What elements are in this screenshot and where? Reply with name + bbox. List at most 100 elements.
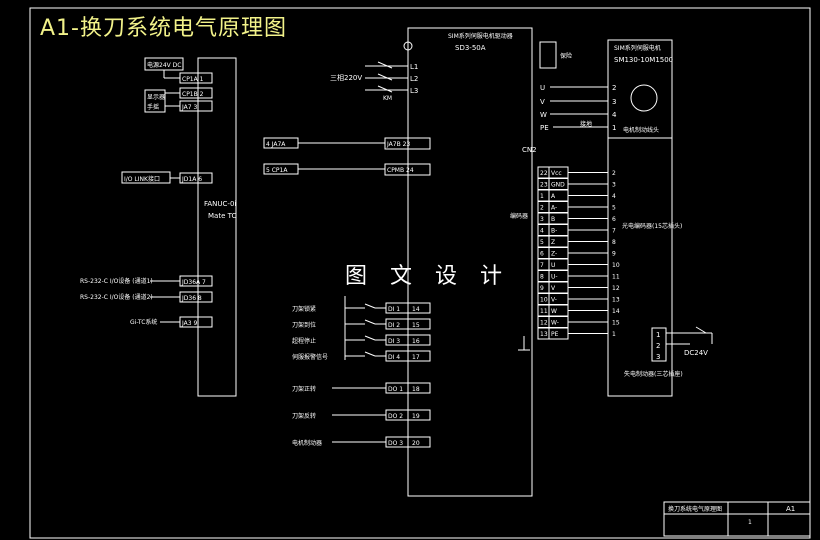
svg-text:2: 2 — [612, 84, 616, 92]
svg-text:CP1B 2: CP1B 2 — [182, 91, 204, 98]
svg-text:22: 22 — [540, 170, 548, 177]
svg-text:15: 15 — [412, 322, 420, 329]
svg-text:14: 14 — [412, 306, 420, 313]
svg-text:1: 1 — [612, 124, 616, 132]
port-ja3: JA3 9 — [179, 316, 213, 328]
svg-text:DO 1: DO 1 — [388, 386, 403, 393]
svg-text:3: 3 — [612, 98, 616, 106]
handwheel-label: 手摇 — [147, 103, 159, 111]
drawing-frame — [29, 7, 811, 539]
svg-text:13: 13 — [612, 297, 620, 304]
svg-text:JD36 8: JD36 8 — [181, 295, 202, 302]
svg-text:DO 2: DO 2 — [388, 413, 403, 420]
svg-text:伺服报警信号: 伺服报警信号 — [292, 353, 328, 361]
svg-text:18: 18 — [412, 386, 420, 393]
svg-text:JD36A 7: JD36A 7 — [181, 279, 206, 286]
svg-text:4: 4 — [612, 111, 617, 119]
svg-text:14: 14 — [612, 308, 620, 315]
svg-text:9: 9 — [612, 251, 616, 258]
svg-text:15: 15 — [612, 320, 620, 327]
svg-text:A-: A- — [551, 205, 557, 212]
title-block-sheet: A1 — [786, 505, 795, 513]
svg-text:DI 1: DI 1 — [388, 306, 400, 313]
driver-header-1: SIM系列伺服电机驱动器 — [448, 32, 513, 40]
svg-text:CP1A 1: CP1A 1 — [182, 76, 204, 83]
svg-text:U: U — [551, 262, 555, 269]
svg-text:9: 9 — [540, 285, 544, 292]
svg-text:W: W — [540, 111, 547, 119]
brake-power-label: 失电制动器(三芯插座) — [624, 370, 683, 378]
svg-text:B: B — [551, 216, 555, 223]
svg-text:JA3 9: JA3 9 — [181, 320, 197, 327]
svg-text:V: V — [540, 98, 545, 106]
svg-text:5 CP1A: 5 CP1A — [266, 167, 288, 174]
svg-text:3: 3 — [540, 216, 544, 223]
svg-text:17: 17 — [412, 354, 420, 361]
svg-text:5: 5 — [540, 239, 544, 246]
svg-text:Vcc: Vcc — [551, 170, 562, 177]
fanuc-label-2: Mate TC — [208, 212, 236, 220]
svg-text:V-: V- — [551, 297, 557, 304]
svg-text:11: 11 — [540, 308, 548, 315]
svg-text:W: W — [551, 308, 557, 315]
svg-text:JD1A 6: JD1A 6 — [181, 176, 202, 183]
port-ja7: JA7 3 — [179, 100, 213, 112]
svg-text:JA7B 23: JA7B 23 — [386, 141, 410, 148]
port-jd36a: JD36A 7 — [179, 275, 213, 287]
title-block: 换刀系统电气原理图 A1 1 — [663, 501, 811, 537]
svg-text:超程停止: 超程停止 — [292, 337, 316, 345]
svg-text:刀架反转: 刀架反转 — [292, 412, 316, 420]
title-block-name: 换刀系统电气原理图 — [668, 505, 722, 513]
svg-text:19: 19 — [412, 413, 420, 420]
port-cp1a: CP1A 1 — [179, 72, 213, 84]
motor-encoder-label: 光电编码器(15芯插头) — [622, 222, 682, 230]
dc24-label: DC24V — [684, 349, 708, 357]
cn2-label: CN2 — [522, 146, 537, 154]
svg-text:12: 12 — [540, 320, 548, 327]
svg-text:2: 2 — [656, 342, 660, 350]
svg-text:JA7 3: JA7 3 — [181, 104, 197, 111]
svg-text:Z-: Z- — [551, 251, 557, 258]
fanuc-controller: FANUC-0i Mate TC 电源24V DC CP1A 1 CP1B 2 … — [80, 57, 237, 397]
brake-wire-label: 电机制动线头 — [623, 126, 659, 134]
motor-symbol — [630, 84, 658, 112]
motor-header-1: SIM系列伺服电机 — [614, 44, 661, 52]
svg-text:6: 6 — [540, 251, 544, 258]
svg-text:1: 1 — [612, 331, 616, 338]
svg-text:DO 3: DO 3 — [388, 440, 403, 447]
svg-text:20: 20 — [412, 440, 420, 447]
svg-text:3: 3 — [656, 353, 660, 361]
svg-text:CPMB 24: CPMB 24 — [387, 167, 414, 174]
io-output-row: 刀架正转 DO 1 18 — [292, 382, 431, 394]
svg-text:8: 8 — [612, 239, 616, 246]
power-label: 电源24V DC — [147, 61, 181, 69]
svg-text:12: 12 — [612, 285, 620, 292]
svg-text:电机制动器: 电机制动器 — [292, 439, 322, 447]
svg-text:3: 3 — [612, 182, 616, 189]
svg-text:U-: U- — [551, 274, 558, 281]
svg-text:10: 10 — [612, 262, 620, 269]
svg-text:1: 1 — [540, 193, 544, 200]
svg-text:10: 10 — [540, 297, 548, 304]
svg-text:4: 4 — [612, 193, 616, 200]
svg-text:刀架正转: 刀架正转 — [292, 385, 316, 393]
svg-text:7: 7 — [540, 262, 544, 269]
io-input-row: 刀架锁紧 DI 1 14 — [292, 302, 431, 314]
svg-text:11: 11 — [612, 274, 620, 281]
svg-text:KM: KM — [383, 95, 392, 102]
svg-text:刀架锁紧: 刀架锁紧 — [292, 305, 316, 313]
svg-text:2: 2 — [540, 205, 544, 212]
drawing-title: A1-换刀系统电气原理图 — [40, 16, 287, 41]
port-jd36: JD36 8 — [179, 291, 213, 303]
servo-motor: SIM系列伺服电机 SM130-10M1500 2 3 4 1 接地 电机制动线… — [580, 39, 713, 397]
svg-text:L2: L2 — [410, 75, 418, 83]
svg-text:L1: L1 — [410, 63, 418, 71]
fuse-label: 保险 — [560, 52, 572, 60]
